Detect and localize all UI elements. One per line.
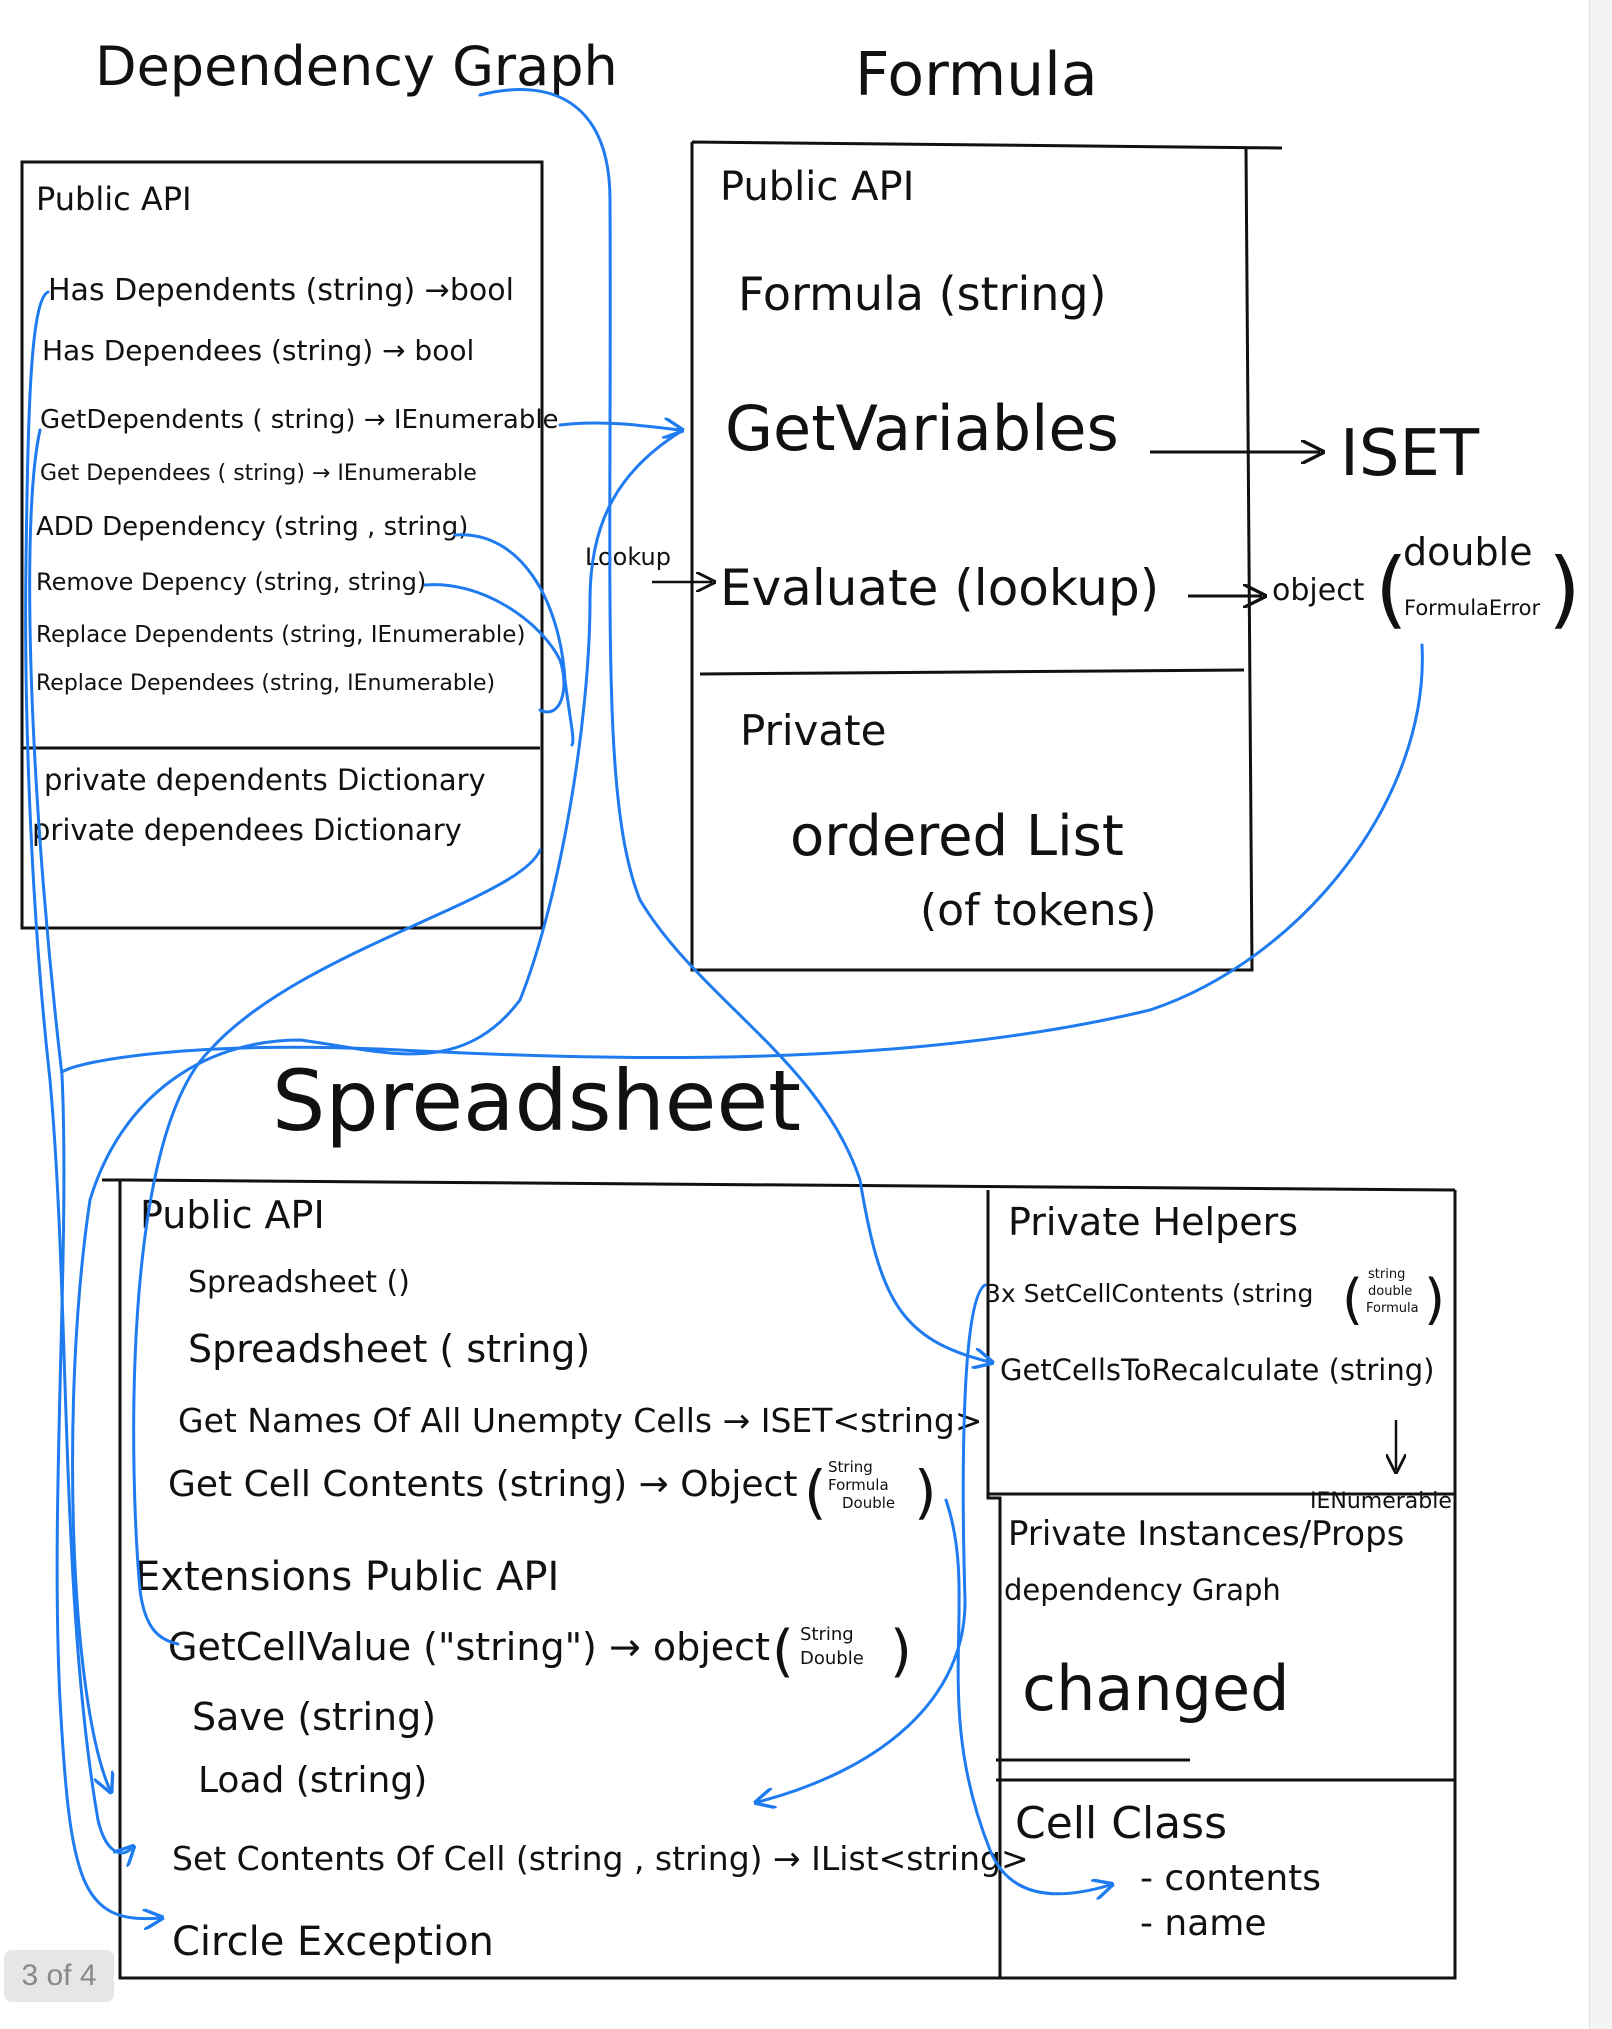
set-cell-bracket-left: (	[1342, 1268, 1363, 1331]
set-cell-type-formula: Formula	[1366, 1301, 1419, 1316]
dependency-graph-box	[20, 160, 544, 930]
of-tokens: (of tokens)	[920, 885, 1157, 936]
dg-method-replace-dependents: Replace Dependents (string, IEnumerable)	[36, 622, 525, 648]
arrow-remove-dependency	[423, 583, 566, 714]
dg-private-dependents: private dependents Dictionary	[44, 763, 486, 797]
contents-bracket-right: )	[914, 1458, 937, 1526]
arrow-helpers-to-setcontents	[758, 1283, 987, 1802]
value-bracket-left: (	[772, 1619, 794, 1684]
get-cells-to-recalculate: GetCellsToRecalculate (string)	[1000, 1353, 1434, 1387]
lookup-label: Lookup	[585, 543, 671, 571]
spreadsheet-box	[102, 1178, 1457, 1980]
dg-method-get-dependees: Get Dependees ( string) → IEnumerable	[40, 461, 477, 486]
ss-method-ctor-empty: Spreadsheet ()	[188, 1265, 410, 1300]
set-cell-type-string: string	[1368, 1267, 1405, 1282]
contents-type-double: Double	[842, 1494, 895, 1512]
dg-method-get-dependents: GetDependents ( string) → IEnumerable	[40, 405, 559, 435]
arrow-dg-methods-to-circle	[28, 428, 160, 1919]
formula-private-label: Private	[740, 706, 886, 755]
formula-error-label: FormulaError	[1404, 596, 1540, 620]
ss-circle-exception: Circle Exception	[172, 1919, 494, 1965]
ss-ext-load: Load (string)	[198, 1760, 427, 1801]
ss-ext-save: Save (string)	[192, 1695, 436, 1739]
bracket-right: )	[1548, 540, 1581, 638]
cell-class-label: Cell Class	[1015, 1798, 1227, 1849]
changed-field: changed	[1022, 1652, 1290, 1725]
iset-label: ISET	[1340, 417, 1480, 491]
ordered-list: ordered List	[790, 804, 1124, 869]
contents-type-string: String	[828, 1458, 873, 1476]
formula-constructor: Formula (string)	[738, 267, 1107, 321]
formula-evaluate: Evaluate (lookup)	[720, 559, 1159, 617]
set-cell-contents-helper: 3x SetCellContents (string	[985, 1279, 1313, 1308]
arrow-contents-to-cell-class	[944, 1498, 1110, 1894]
ss-public-api-label: Public API	[140, 1193, 325, 1237]
spreadsheet-title: Spreadsheet	[272, 1052, 801, 1150]
bracket-left: (	[1375, 540, 1408, 638]
formula-public-api-label: Public API	[720, 164, 914, 210]
dg-private-dependees: private dependees Dictionary	[32, 813, 462, 847]
arrow-get-variables-to-ss	[71, 430, 682, 1790]
dependency-graph-title: Dependency Graph	[95, 35, 618, 98]
connector-arrows	[24, 88, 1424, 1919]
arrow-dg-methods-to-setcontents	[24, 290, 132, 1853]
dg-method-replace-dependees: Replace Dependees (string, IEnumerable)	[36, 671, 495, 696]
private-helpers-label: Private Helpers	[1008, 1200, 1298, 1244]
extensions-label: Extensions Public API	[135, 1554, 559, 1600]
arrow-object-to-spreadsheet	[60, 643, 1424, 1074]
ss-method-get-names: Get Names Of All Unempty Cells → ISET<st…	[178, 1401, 982, 1440]
formula-title: Formula	[855, 40, 1098, 110]
value-type-string: String	[800, 1624, 854, 1645]
dg-public-api-label: Public API	[36, 180, 192, 218]
ienumerable-label: IENumerable	[1310, 1489, 1452, 1514]
contents-bracket-left: (	[804, 1458, 827, 1526]
dg-method-remove-dependency: Remove Depency (string, string)	[36, 568, 426, 596]
formula-divider	[699, 668, 1245, 676]
contents-type-formula: Formula	[828, 1476, 889, 1494]
scrollbar[interactable]	[1589, 0, 1612, 2029]
private-instances-label: Private Instances/Props	[1008, 1514, 1404, 1554]
double-label: double	[1403, 530, 1533, 574]
ss-method-ctor-string: Spreadsheet ( string)	[188, 1327, 590, 1371]
formula-box	[690, 140, 1283, 972]
object-label: object	[1272, 573, 1365, 608]
dg-method-has-dependents: Has Dependents (string) →bool	[48, 273, 514, 308]
arrow-dg-to-get-cell-value	[132, 848, 542, 1646]
ss-method-get-contents: Get Cell Contents (string) → Object	[168, 1464, 797, 1505]
cell-field-name: - name	[1140, 1903, 1267, 1944]
value-type-double: Double	[800, 1648, 864, 1669]
set-cell-type-double: double	[1368, 1284, 1412, 1299]
dg-method-add-dependency: ADD Dependency (string , string)	[36, 512, 468, 542]
arrow-dg-title-to-recalc	[478, 88, 990, 1362]
dependency-graph-field: dependency Graph	[1004, 1573, 1281, 1607]
formula-get-variables: GetVariables	[725, 392, 1119, 465]
cell-field-contents: - contents	[1140, 1858, 1321, 1899]
set-cell-bracket-right: )	[1424, 1268, 1445, 1331]
arrow-add-dependency	[453, 533, 575, 747]
page-badge: 3 of 4	[4, 1950, 114, 2002]
arrow-to-get-variables	[558, 423, 680, 430]
dg-method-has-dependees: Has Dependees (string) → bool	[42, 334, 474, 367]
ss-set-contents-of-cell: Set Contents Of Cell (string , string) →…	[172, 1839, 1029, 1878]
value-bracket-right: )	[890, 1619, 912, 1684]
ss-ext-get-cell-value: GetCellValue ("string") → object	[168, 1625, 770, 1669]
spreadsheet-right-panel	[986, 1190, 1455, 1978]
